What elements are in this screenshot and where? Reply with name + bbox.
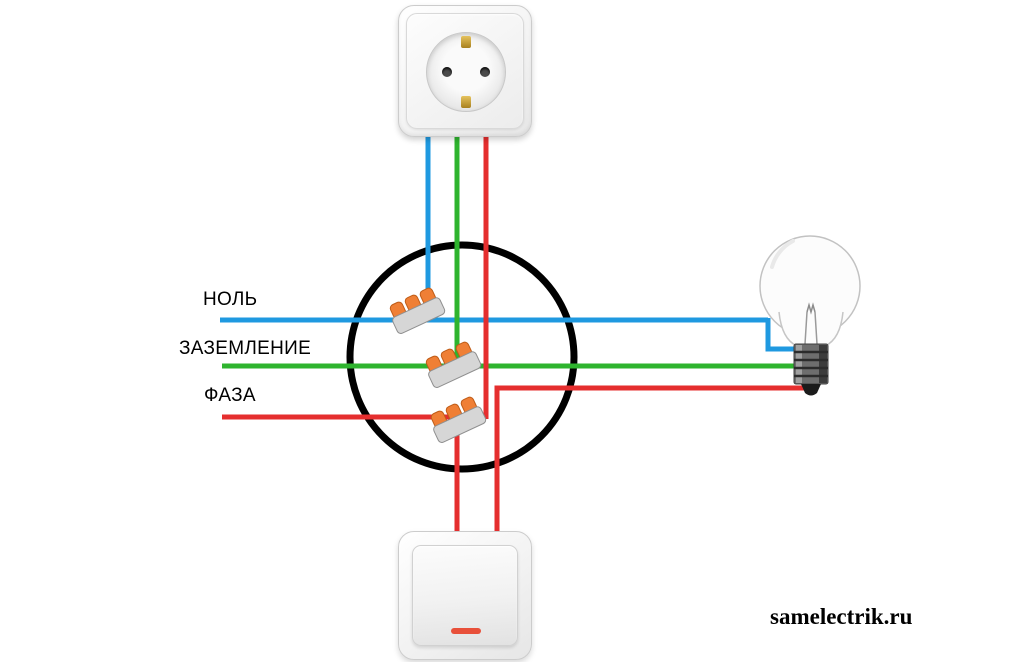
light-switch (398, 531, 532, 660)
switch-indicator (451, 628, 481, 634)
label-phase: ФАЗА (204, 385, 256, 406)
wago-body (433, 406, 487, 443)
bulb-base-highlight (796, 345, 802, 383)
switch-rocker (412, 545, 518, 646)
bulb-filament-stem (804, 311, 818, 345)
neutral-wire-to-bulb (765, 318, 806, 352)
label-neutral: НОЛЬ (203, 289, 258, 310)
socket-ground-clip-top (461, 36, 471, 48)
watermark: samelectrik.ru (770, 604, 913, 629)
bulb-filament-coil (806, 302, 816, 315)
socket-hole-right (480, 67, 490, 77)
bulb-base-tip (801, 384, 821, 396)
power-socket (398, 5, 532, 137)
wago-body (392, 297, 446, 334)
socket-hole-left (442, 67, 452, 77)
socket-recess (426, 32, 506, 112)
bulb-neck (778, 311, 844, 347)
bulb-base-threads (794, 350, 828, 378)
wago-connector-ground (425, 341, 482, 388)
wago-connector-neutral (389, 287, 446, 334)
wago-connector-phase (430, 396, 487, 443)
phase-wire-switch-to-bulb (494, 385, 812, 545)
light-bulb (759, 235, 861, 396)
label-ground: ЗАЗЕМЛЕНИЕ (179, 338, 312, 359)
bulb-base-shadow (819, 345, 827, 383)
wago-body (428, 351, 482, 388)
bulb-glass-shine (770, 239, 795, 269)
socket-ground-clip-bottom (461, 96, 471, 108)
